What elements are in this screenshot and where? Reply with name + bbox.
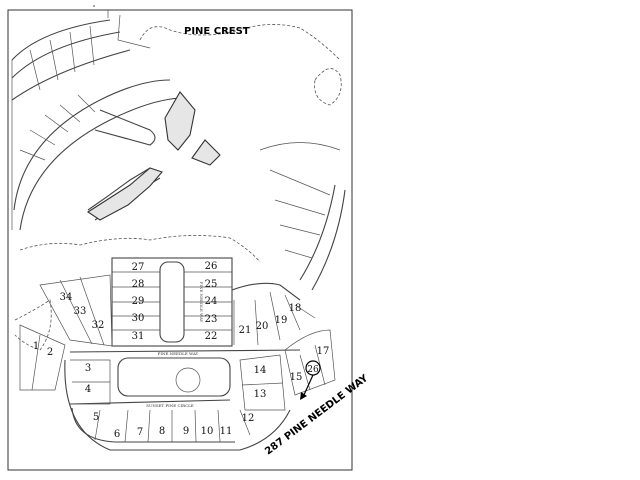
lot-20: 20 — [256, 321, 269, 332]
pond-middle — [164, 91, 196, 151]
lot-22: 22 — [205, 331, 218, 342]
street-label-middle: PINE NEEDLE WAY — [158, 351, 199, 356]
callout-arrow-line — [302, 374, 314, 398]
address-label: 287 PINE NEEDLE WAY — [263, 373, 371, 458]
pond-small — [191, 139, 221, 166]
lot-18: 18 — [289, 303, 302, 314]
lot-31: 31 — [132, 331, 145, 342]
stray-dot — [93, 5, 95, 7]
map-title: PINE CREST — [184, 26, 250, 37]
wetland-island — [314, 68, 342, 106]
lot-9: 9 — [183, 426, 189, 437]
lot-8: 8 — [159, 426, 165, 437]
lot-15: 15 — [290, 372, 303, 383]
lot-21: 21 — [239, 325, 252, 336]
street-label-south: SUNSET PINE CIRCLE — [146, 403, 194, 408]
lot-3: 3 — [85, 363, 91, 374]
lot-29: 29 — [132, 296, 145, 307]
lot-5: 5 — [93, 412, 99, 423]
lot-1: 1 — [33, 341, 39, 352]
callout-arrowhead — [300, 392, 307, 400]
map-frame — [7, 9, 353, 471]
central-park — [69, 349, 301, 405]
southeast-lots — [239, 329, 336, 411]
east-lots — [231, 282, 316, 346]
lot-27: 27 — [132, 262, 145, 273]
lot-19: 19 — [275, 315, 288, 326]
pond-upper — [86, 167, 163, 221]
street-label-north: PINE NEEDLE WAY — [199, 282, 204, 323]
lot-4: 4 — [85, 384, 91, 395]
west-lots — [19, 274, 113, 391]
lot-6: 6 — [114, 429, 120, 440]
east-road — [259, 142, 346, 291]
lot-numbers: 1 2 3 4 5 6 7 8 9 10 11 12 13 14 15 17 1… — [33, 261, 330, 440]
wetland-west-lower — [14, 299, 52, 351]
lot-11: 11 — [220, 426, 233, 437]
wetland-top — [139, 24, 341, 61]
lot-25: 25 — [205, 279, 218, 290]
lot-23: 23 — [205, 314, 218, 325]
lot-34: 34 — [60, 292, 73, 303]
lot-12: 12 — [242, 413, 255, 424]
highlighted-lot-marker: 26 — [300, 360, 321, 400]
lot-32: 32 — [92, 320, 105, 331]
wetland-west — [19, 235, 261, 263]
lot-7: 7 — [137, 427, 143, 438]
central-block — [111, 257, 233, 347]
lot-30: 30 — [132, 313, 145, 324]
lot-28: 28 — [132, 279, 145, 290]
lot-14: 14 — [254, 365, 267, 376]
lot-33: 33 — [74, 306, 87, 317]
lot-26-block: 26 — [205, 261, 218, 272]
lot-2: 2 — [47, 347, 53, 358]
highlighted-lot-number: 26 — [307, 365, 319, 375]
lot-24: 24 — [205, 296, 218, 307]
curved-subdivision — [11, 10, 181, 231]
south-lots — [64, 359, 291, 451]
lot-13: 13 — [254, 389, 267, 400]
lot-17: 17 — [317, 346, 330, 357]
lot-10: 10 — [201, 426, 214, 437]
